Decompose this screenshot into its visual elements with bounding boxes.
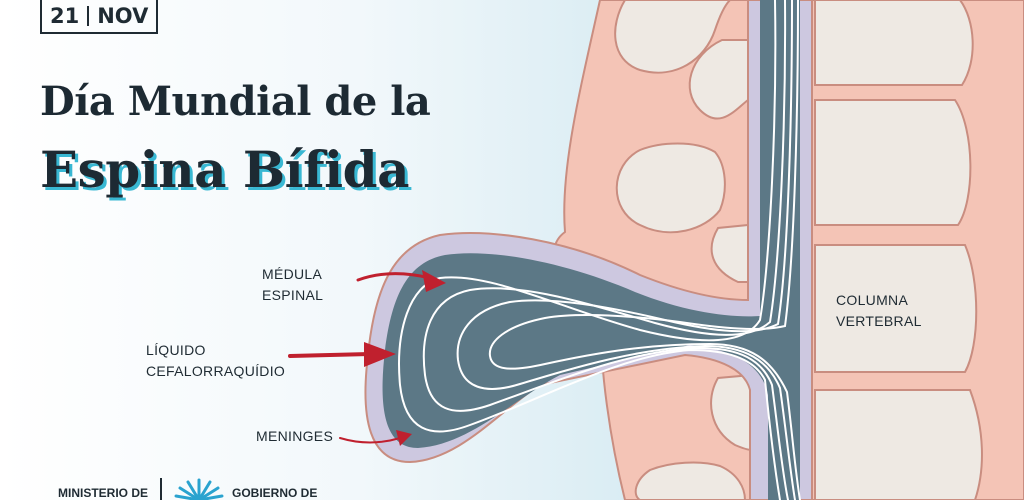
title-line-2: Espina Bífida [40, 140, 410, 199]
label-liquido-cefalorraquidio: LÍQUIDO CEFALORRAQUÍDIO [146, 340, 285, 382]
footer-government-text: GOBIERNO DE [232, 486, 318, 500]
vertebral-arches [614, 0, 753, 500]
arrowhead-liquido [364, 342, 396, 367]
label-columna-line2: VERTEBRAL [836, 313, 922, 329]
label-liquido-line2: CEFALORRAQUÍDIO [146, 363, 286, 379]
label-medula-line1: MÉDULA [262, 266, 323, 282]
label-columna-vertebral: COLUMNA VERTEBRAL [836, 290, 922, 332]
arrow-liquido [288, 352, 372, 358]
spinal-cord-strands [398, 0, 801, 500]
label-meninges-text: MENINGES [256, 428, 334, 444]
label-arrows [288, 272, 432, 444]
date-day: 21 [50, 4, 80, 28]
vertebral-bodies [814, 0, 983, 500]
label-columna-line1: COLUMNA [836, 292, 909, 308]
sun-rays-logo-icon [174, 478, 224, 500]
label-medula-espinal: MÉDULA ESPINAL [262, 264, 323, 306]
footer-ministry-text: MINISTERIO DE [58, 486, 149, 500]
arrowhead-meninges [396, 430, 412, 446]
arrowhead-medula [422, 270, 446, 292]
arrow-medula [356, 272, 432, 282]
label-medula-line2: ESPINAL [262, 287, 324, 303]
csf-fill [382, 0, 800, 500]
date-month: NOV [97, 4, 149, 28]
label-liquido-line1: LÍQUIDO [146, 342, 206, 358]
arrow-meninges [339, 437, 401, 444]
title-line-1: Día Mundial de la [40, 78, 431, 125]
footer-divider [160, 478, 162, 500]
date-badge: 21 NOV [40, 0, 159, 34]
label-meninges: MENINGES [256, 426, 333, 447]
date-separator [87, 6, 90, 26]
